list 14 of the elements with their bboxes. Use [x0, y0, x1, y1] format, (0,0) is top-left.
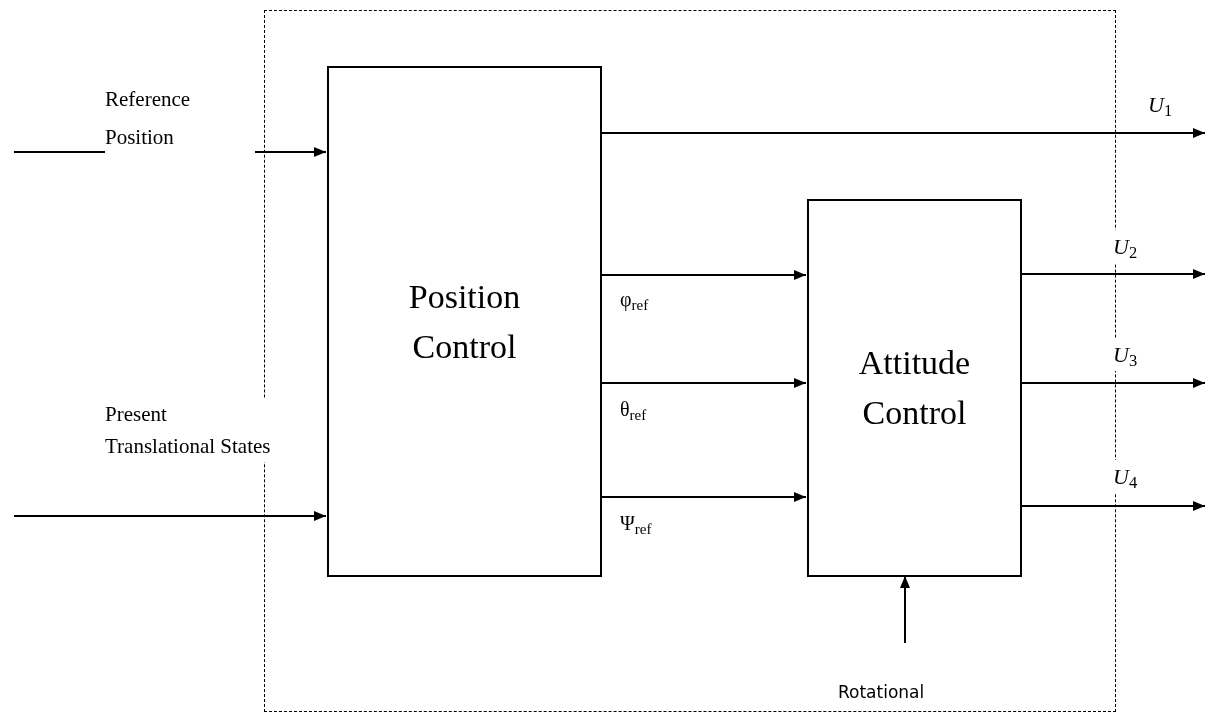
arrow [1020, 501, 1206, 511]
arrow [1020, 378, 1206, 388]
arrow [600, 128, 1206, 138]
arrow [600, 270, 807, 280]
control-block: Attitude Control [807, 199, 1022, 577]
edge-label: U$_{4}$ [1113, 460, 1138, 493]
arrow [900, 575, 910, 644]
arrow [1020, 269, 1206, 279]
edge-label: U$_{3}$ [1113, 338, 1138, 371]
arrow [13, 511, 327, 521]
arrow [600, 378, 807, 388]
edge-label: U$_{2}$ [1113, 230, 1138, 263]
control-block: Position Control [327, 66, 602, 577]
arrow [600, 492, 807, 502]
